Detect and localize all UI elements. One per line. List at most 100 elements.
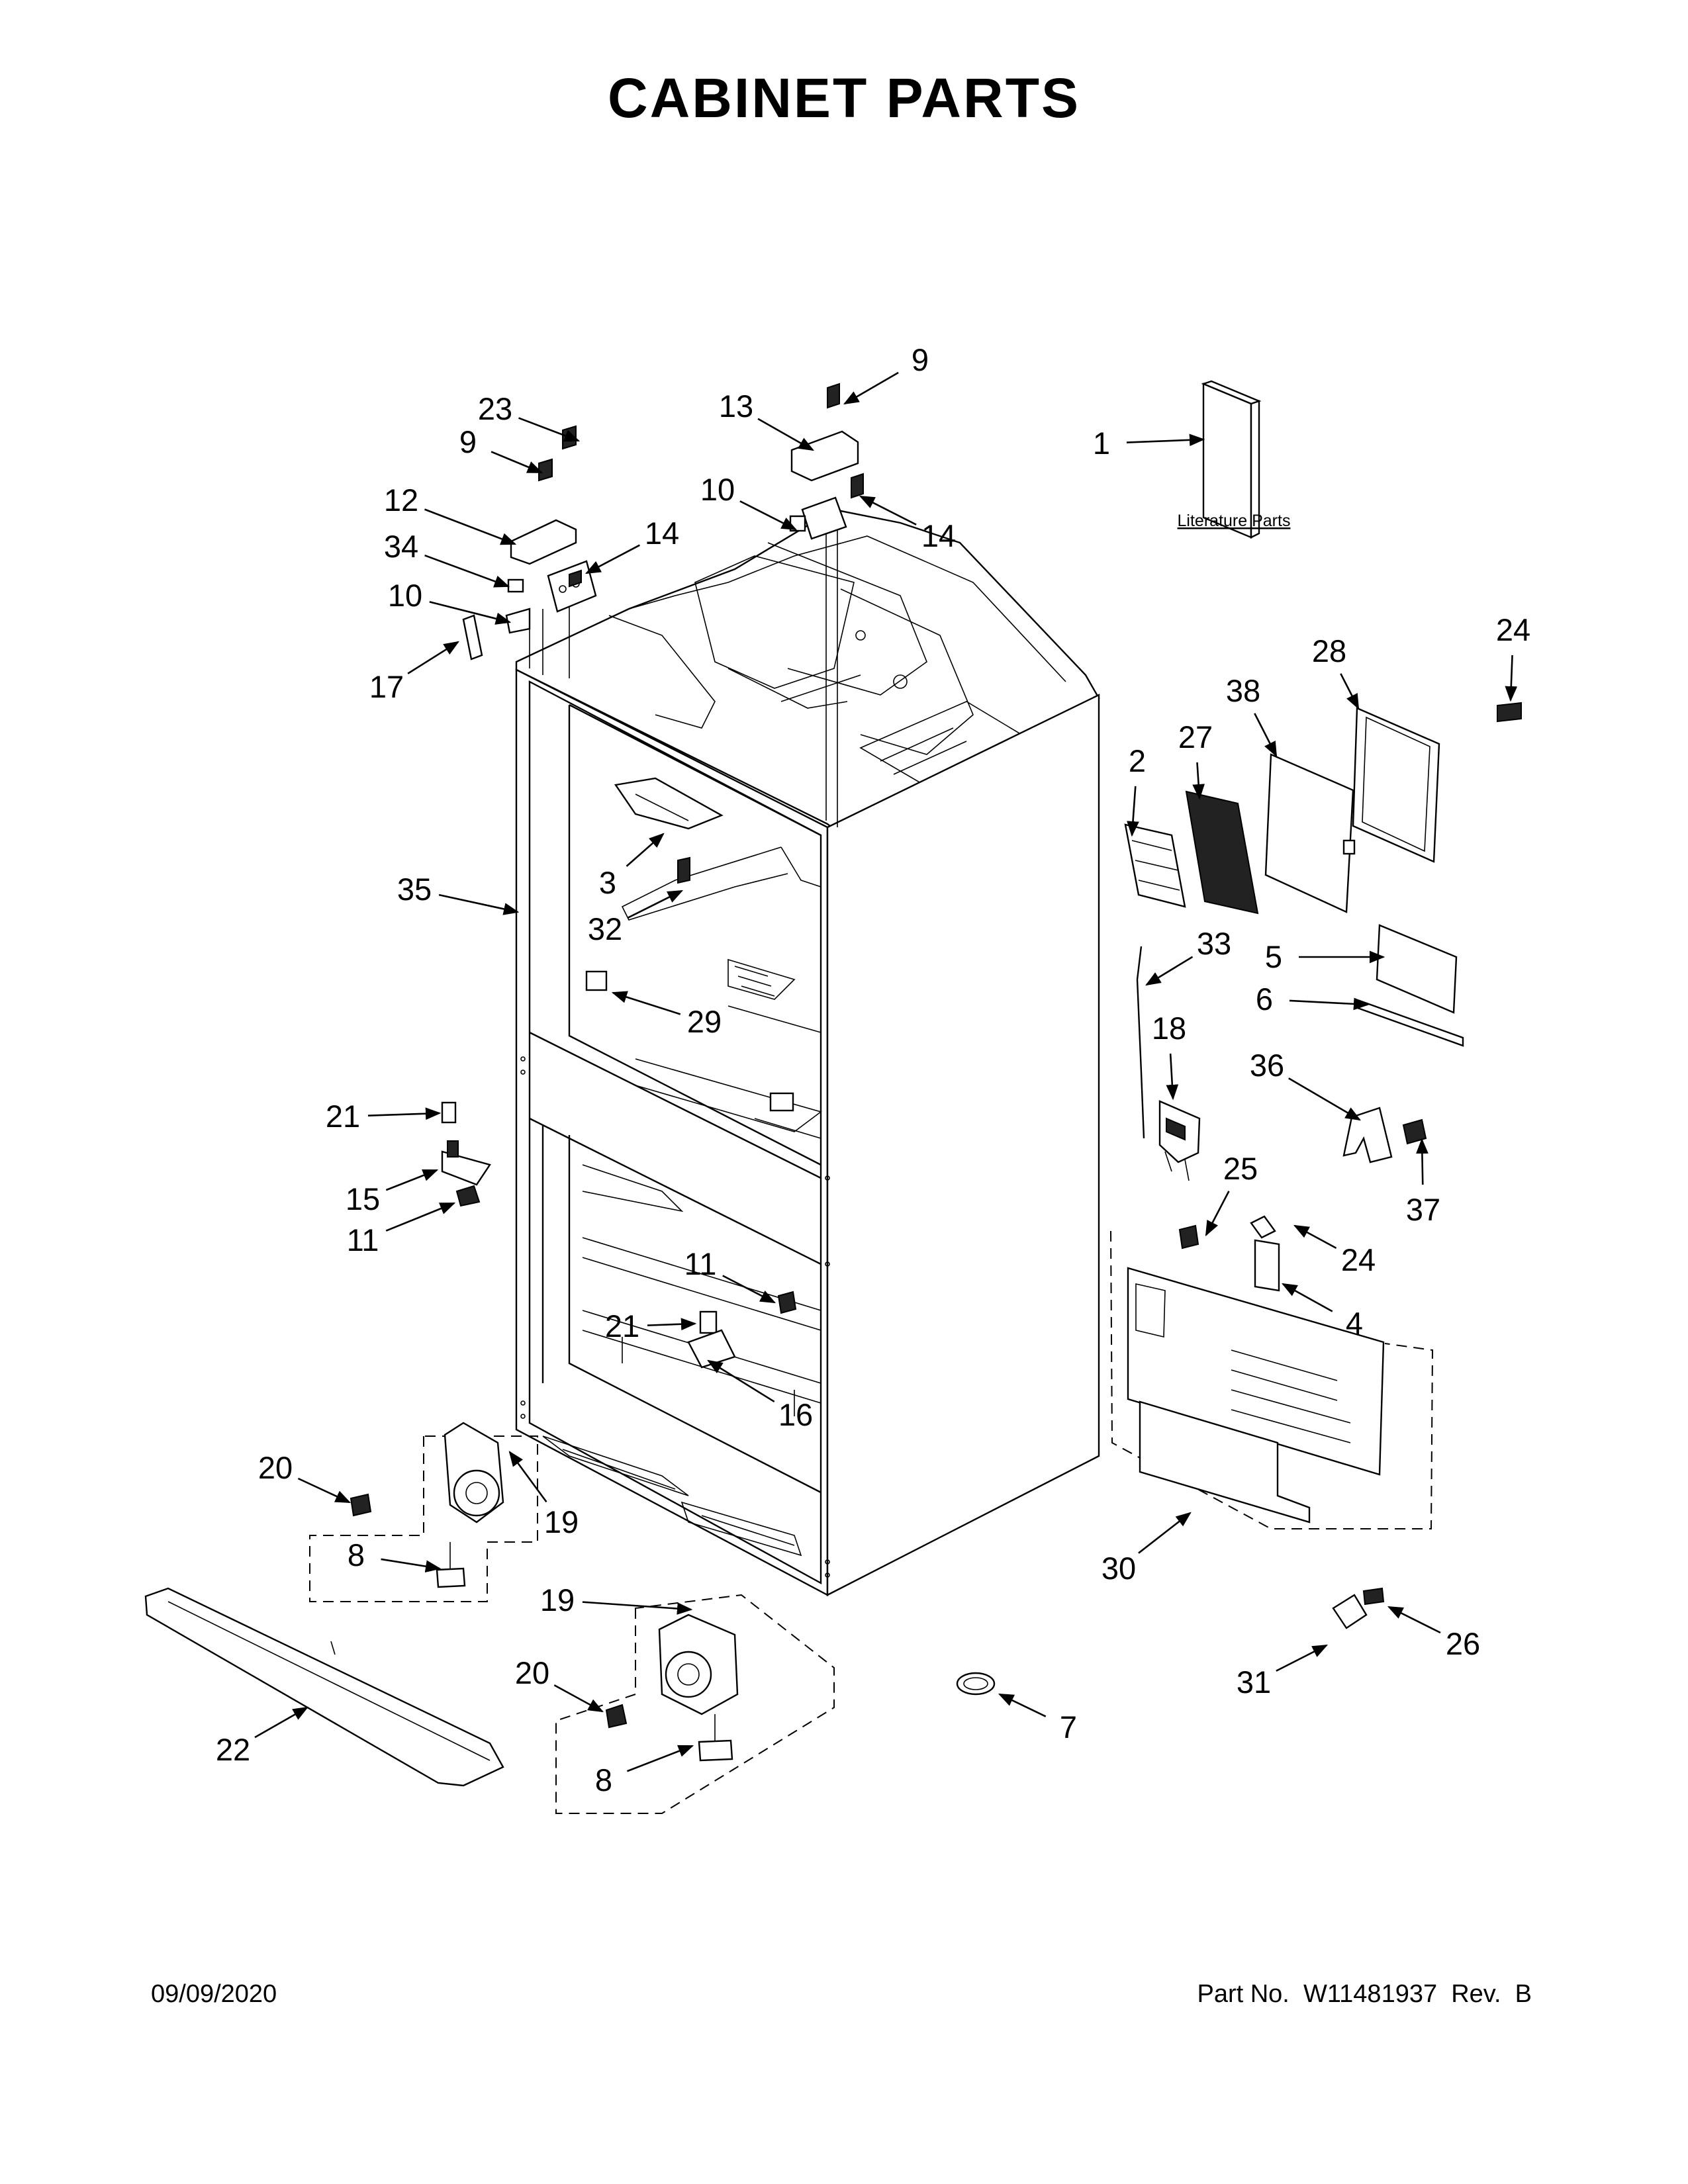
callout-leader-arrow [611, 991, 681, 1015]
thermistor-lower [769, 1092, 794, 1112]
callout-leader-arrow [438, 893, 520, 915]
callout-label: 22 [216, 1732, 250, 1767]
callout-c-33: 33 [1145, 926, 1231, 986]
callout-leader-arrow [859, 495, 917, 525]
callout-label: 14 [921, 518, 956, 553]
callout-c-12: 12 [384, 482, 517, 545]
callout-leader-arrow [385, 1169, 439, 1191]
callout-label: 31 [1237, 1664, 1271, 1700]
upper-bracket [614, 777, 724, 884]
callout-c-14b: 14 [859, 495, 956, 553]
callout-c-16: 16 [707, 1359, 813, 1432]
callout-label: 13 [719, 388, 753, 424]
callout-c-7: 7 [998, 1693, 1077, 1745]
callout-label: 11 [684, 1246, 717, 1281]
callout-c-10a: 10 [388, 578, 512, 625]
callout-leader-arrow [1254, 713, 1278, 758]
user-interface-board [1185, 790, 1259, 915]
literature-parts-label: Literature Parts [1178, 512, 1291, 530]
callout-label: 8 [595, 1762, 612, 1797]
callout-label: 32 [588, 911, 622, 946]
control-board-5 [1354, 924, 1464, 1047]
callout-leader-arrow [647, 1318, 697, 1331]
roller-assembly-left [309, 1422, 538, 1602]
callout-label: 2 [1129, 743, 1146, 778]
callout-c-6: 6 [1256, 981, 1370, 1017]
callout-leader-arrow [1145, 956, 1194, 986]
callout-label: 19 [544, 1504, 579, 1539]
callout-c-21b: 21 [605, 1308, 697, 1343]
callout-leader-arrow [1205, 1191, 1230, 1237]
callout-leader-arrow [407, 641, 459, 674]
callout-label: 7 [1060, 1709, 1077, 1745]
callout-label: 24 [1341, 1242, 1376, 1277]
callout-leader-arrow [1340, 673, 1360, 710]
callout-c-20a: 20 [258, 1450, 352, 1504]
callout-label: 27 [1178, 719, 1213, 754]
callout-label: 5 [1265, 939, 1282, 974]
roller-assembly-right [555, 1594, 835, 1814]
callout-label: 11 [347, 1222, 379, 1257]
callout-label: 20 [258, 1450, 293, 1485]
callout-c-20b: 20 [515, 1655, 604, 1713]
callout-leader-arrow [385, 1202, 456, 1232]
callout-leader-arrow [518, 417, 581, 442]
callout-leader-arrow [1289, 997, 1370, 1011]
callout-label: 16 [778, 1397, 813, 1432]
callout-c-35: 35 [397, 872, 520, 915]
callout-leader-arrow [707, 1359, 775, 1403]
callout-leader-arrow [429, 601, 512, 625]
callout-label: 25 [1223, 1151, 1258, 1186]
callout-c-27: 27 [1178, 719, 1213, 800]
main-control-board [1124, 823, 1186, 908]
callout-leader-arrow [1276, 1644, 1329, 1672]
callout-c-11b: 11 [684, 1246, 776, 1304]
callout-leader-arrow [1505, 655, 1518, 702]
callout-label: 26 [1446, 1626, 1480, 1661]
bracket-36 [1342, 1107, 1393, 1163]
grommet [956, 1672, 996, 1696]
literature-parts-book [1201, 380, 1262, 539]
callout-leader-arrow [1127, 786, 1139, 837]
callout-leader-arrow [627, 889, 684, 919]
footer-date: 09/09/2020 [151, 1980, 277, 2008]
callout-c-9a: 9 [459, 424, 543, 474]
callout-c-15: 15 [346, 1169, 439, 1216]
callout-leader-arrow [1416, 1138, 1429, 1185]
callout-c-1: 1 [1093, 426, 1205, 461]
callout-leader-arrow [367, 1107, 442, 1120]
callout-leader-arrow [998, 1693, 1047, 1717]
callout-leader-arrow [722, 1275, 776, 1304]
thermistor-upper [585, 970, 608, 991]
callout-label: 24 [1496, 612, 1530, 647]
callout-leader-arrow [582, 1601, 693, 1615]
callout-c-32: 32 [588, 889, 684, 946]
callout-leader-arrow [491, 451, 543, 474]
screw-24-top [1497, 702, 1522, 723]
callout-label: 34 [384, 529, 418, 564]
callout-c-9b: 9 [843, 342, 929, 405]
callout-c-38: 38 [1226, 673, 1278, 758]
callout-c-3: 3 [599, 833, 665, 900]
page-title: CABINET PARTS [607, 67, 1081, 129]
callout-c-29: 29 [611, 991, 722, 1039]
callout-label: 38 [1226, 673, 1260, 708]
callout-label: 18 [1152, 1011, 1186, 1046]
callout-label: 4 [1346, 1306, 1363, 1341]
callout-leader-arrow [843, 371, 899, 405]
callout-label: 6 [1256, 981, 1273, 1017]
callout-c-30: 30 [1102, 1512, 1192, 1586]
callout-c-34: 34 [384, 529, 510, 588]
callout-c-24b: 24 [1293, 1224, 1376, 1277]
callout-leader-arrow [1293, 1224, 1337, 1250]
callout-c-22: 22 [216, 1706, 309, 1767]
callout-label: 37 [1406, 1192, 1440, 1227]
footer-part-number: Part No. W11481937 Rev. B [1197, 1980, 1532, 2008]
callout-label: 29 [687, 1004, 722, 1039]
callout-label: 10 [388, 578, 422, 613]
callout-leader-arrow [1281, 1283, 1333, 1312]
callout-label: 17 [369, 669, 404, 704]
callout-label: 19 [540, 1582, 575, 1617]
callout-c-19b: 19 [540, 1582, 693, 1617]
